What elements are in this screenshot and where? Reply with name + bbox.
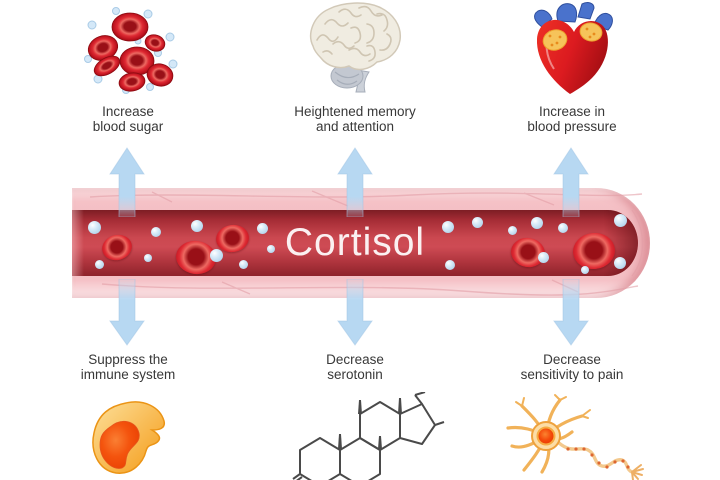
label-line: Increase in [538, 104, 606, 119]
down-arrow-icon [337, 279, 373, 346]
cortisol-molecule-dot [209, 248, 223, 262]
label-suppress-immune-system: Suppress the immune system [43, 352, 213, 382]
down-arrow-icon [553, 279, 589, 346]
cortisol-molecule-dot [614, 257, 626, 269]
label-decrease-serotonin: Decrease serotonin [270, 352, 440, 382]
label-line: Increase [102, 104, 154, 119]
label-line: blood pressure [527, 119, 617, 134]
label-line: Suppress the [88, 352, 168, 367]
cortisol-molecule-dot [471, 216, 483, 228]
immune-cell-icon [92, 401, 166, 474]
brain-icon [309, 2, 401, 93]
cortisol-molecule-dot [558, 223, 568, 233]
down-arrow-icon [109, 279, 145, 346]
cortisol-molecule-dot [537, 251, 549, 263]
up-arrow-icon [109, 147, 145, 217]
cortisol-molecule-dot [256, 222, 268, 234]
cortisol-molecule-dot [191, 220, 203, 232]
cortisol-molecule-dot [442, 221, 454, 233]
cortisol-molecule-dot [151, 227, 161, 237]
cortisol-molecule-dot [507, 225, 517, 235]
cortisol-molecule-dot [238, 259, 248, 269]
label-increase-blood-pressure: Increase in blood pressure [487, 104, 657, 134]
cortisol-molecule-icon [292, 392, 445, 480]
label-decrease-pain-sensitivity: Decrease sensitivity to pain [487, 352, 657, 382]
vessel-lumen: Cortisol [72, 210, 638, 276]
label-increase-blood-sugar: Increase blood sugar [43, 104, 213, 134]
label-line: Heightened memory [294, 104, 416, 119]
label-line: immune system [80, 367, 176, 382]
cortisol-molecule-dot [531, 217, 543, 229]
cortisol-molecule-dot [87, 220, 101, 234]
label-line: blood sugar [92, 119, 164, 134]
cortisol-molecule-dot [94, 259, 104, 269]
vessel-wall-texture [89, 190, 644, 296]
red-blood-cells-icon [84, 7, 178, 94]
blood-vessel: Cortisol [72, 188, 650, 298]
up-arrow-icon [337, 147, 373, 217]
label-heightened-memory: Heightened memory and attention [270, 104, 440, 134]
label-line: sensitivity to pain [520, 367, 624, 382]
heart-icon [534, 2, 613, 94]
neuron-icon [506, 394, 644, 480]
label-line: and attention [315, 119, 395, 134]
cortisol-title: Cortisol [284, 221, 426, 264]
cortisol-molecule-dot [581, 266, 589, 274]
cortisol-molecule-dot [613, 213, 627, 227]
up-arrow-icon [553, 147, 589, 217]
label-line: Decrease [326, 352, 384, 367]
cortisol-molecule-dot [267, 245, 275, 253]
cortisol-molecule-dot [144, 254, 152, 262]
label-line: serotonin [327, 367, 383, 382]
label-line: Decrease [543, 352, 601, 367]
cortisol-molecule-dot [445, 260, 455, 270]
